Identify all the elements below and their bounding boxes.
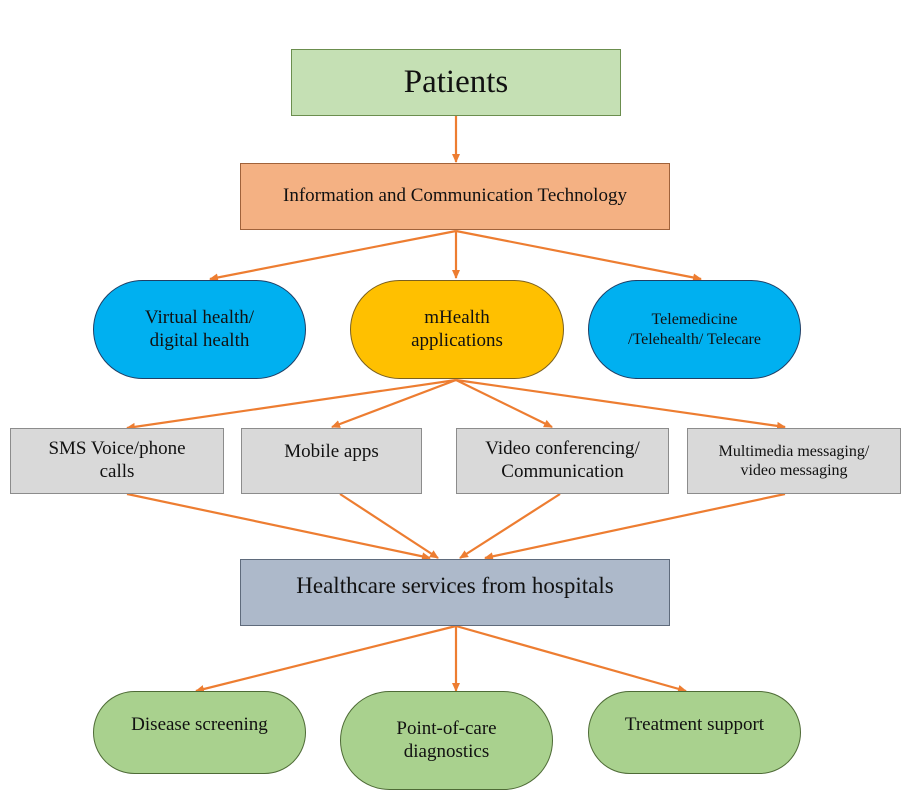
patients-label: Patients (403, 63, 509, 100)
patients-node: Patients (291, 49, 621, 116)
point-of-care-node: Point-of-care diagnostics (340, 691, 553, 790)
video-conferencing-node: Video conferencing/ Communication (456, 428, 669, 494)
treatment-support-node: Treatment support (588, 691, 801, 774)
sms-node: SMS Voice/phone calls (10, 428, 224, 494)
edge-services-to-disease_screening (195, 624, 457, 693)
multimedia-messaging-label: Multimedia messaging/ video messaging (718, 442, 870, 479)
healthcare-services-label: Healthcare services from hospitals (296, 573, 614, 598)
multimedia-messaging-node: Multimedia messaging/ video messaging (687, 428, 901, 494)
edge-mhealth-to-mobile_apps (331, 378, 457, 429)
telemedicine-node: Telemedicine /Telehealth/ Telecare (588, 280, 801, 379)
ict-node: Information and Communication Technology (240, 163, 670, 230)
edge-mhealth-to-multimedia (455, 378, 786, 430)
telemedicine-label: Telemedicine /Telehealth/ Telecare (628, 311, 761, 348)
disease-screening-label: Disease screening (131, 714, 268, 735)
ict-label: Information and Communication Technology (283, 185, 627, 207)
sms-label: SMS Voice/phone calls (48, 438, 186, 482)
treatment-support-label: Treatment support (624, 714, 765, 735)
mhealth-node: mHealth applications (350, 280, 564, 379)
edge-mhealth-to-sms (126, 378, 457, 431)
edge-multimedia-to-services (484, 492, 786, 561)
video-conferencing-label: Video conferencing/ Communication (485, 438, 640, 482)
mobile-apps-label: Mobile apps (284, 441, 379, 462)
virtual-health-node: Virtual health/ digital health (93, 280, 306, 379)
healthcare-services-node: Healthcare services from hospitals (240, 559, 670, 626)
edge-sms-to-services (126, 492, 431, 561)
virtual-health-label: Virtual health/ digital health (144, 306, 255, 351)
edge-mobile_apps-to-services (339, 493, 439, 559)
point-of-care-label: Point-of-care diagnostics (396, 717, 497, 762)
edge-video_conf-to-services (459, 493, 561, 559)
disease-screening-node: Disease screening (93, 691, 306, 774)
edge-services-to-treatment (455, 624, 687, 693)
mobile-apps-node: Mobile apps (241, 428, 422, 494)
edge-mhealth-to-video_conf (455, 379, 553, 428)
edge-ict-to-virtual_health (209, 229, 457, 282)
edge-ict-to-telemedicine (455, 229, 702, 282)
mhealth-label: mHealth applications (411, 306, 503, 351)
